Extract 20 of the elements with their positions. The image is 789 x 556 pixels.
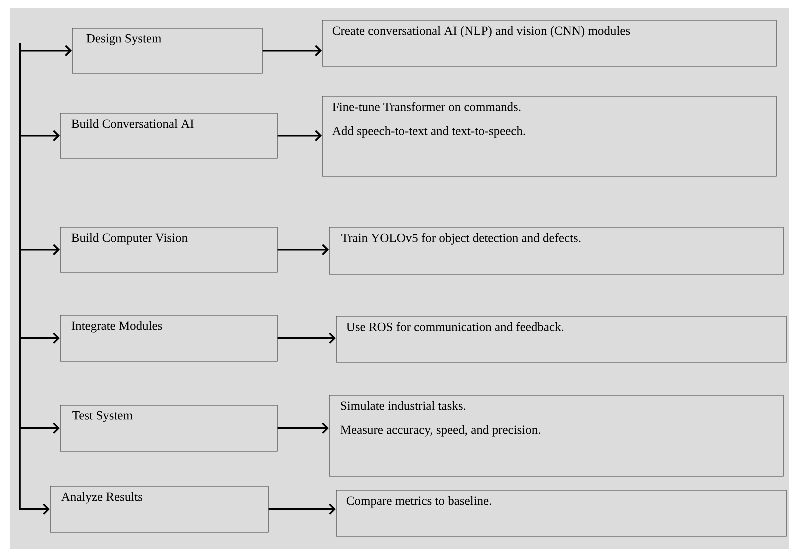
description-box: Use ROS for communication and feedback. bbox=[336, 316, 787, 363]
arrow bbox=[278, 332, 336, 344]
description-box: Simulate industrial tasks. Measure accuracy, speed, and precision. bbox=[329, 395, 784, 477]
process-box: Design System bbox=[72, 28, 263, 74]
description-box: Fine-tune Transformer on commands. Add speech-to-text and text-to-speech. bbox=[322, 96, 777, 177]
process-box: Analyze Results bbox=[50, 486, 269, 533]
process-box: Build Computer Vision bbox=[60, 227, 278, 273]
arrow bbox=[19, 43, 50, 516]
arrow bbox=[278, 422, 329, 434]
arrow bbox=[268, 504, 336, 516]
description-box: Train YOLOv5 for object detection and defects. bbox=[329, 227, 784, 275]
description-box: Create conversational AI (NLP) and vision (CNN) modules bbox=[322, 20, 777, 67]
arrow bbox=[19, 43, 72, 57]
arrow bbox=[262, 45, 322, 57]
process-box: Build Conversational AI bbox=[60, 113, 278, 159]
arrow bbox=[278, 130, 322, 142]
process-box: Test System bbox=[60, 405, 278, 452]
description-box: Compare metrics to baseline. bbox=[336, 490, 787, 537]
process-box: Integrate Modules bbox=[60, 315, 278, 362]
arrow bbox=[278, 244, 329, 256]
